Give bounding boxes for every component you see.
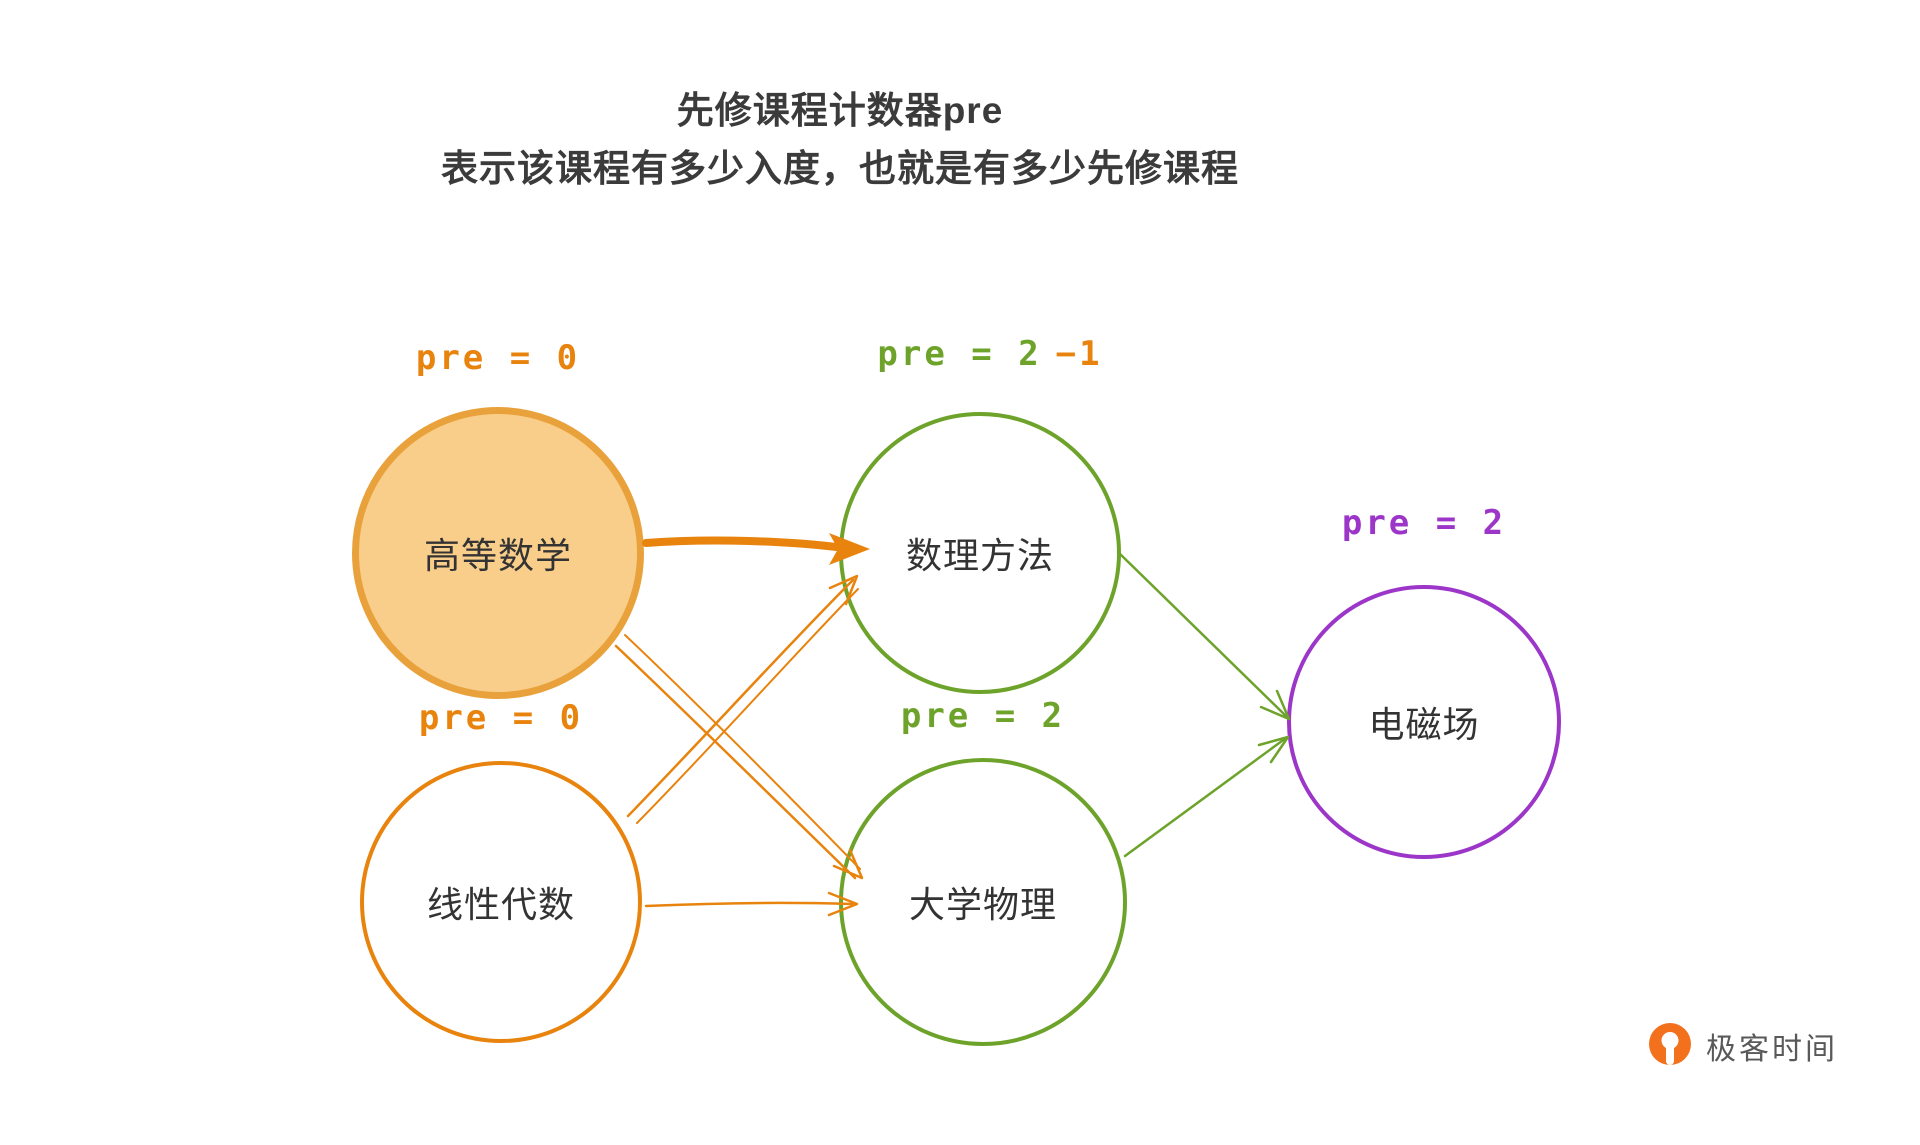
edge-line bbox=[614, 644, 857, 880]
edge-arrowhead bbox=[1257, 735, 1290, 764]
edge-college-physics-to-em-field bbox=[1123, 735, 1290, 858]
edge-linear-algebra-to-college-physics bbox=[644, 891, 859, 917]
edge-linear-algebra-to-math-methods bbox=[626, 574, 859, 824]
node-math-methods-label: 数理方法 bbox=[905, 535, 1054, 576]
geektime-logo-text: 极客时间 bbox=[1706, 1033, 1838, 1066]
edge-line bbox=[642, 536, 848, 552]
title-line-1: 先修课程计数器pre bbox=[676, 90, 1004, 131]
node-linear-algebra-label: 线性代数 bbox=[426, 884, 575, 925]
node-math-methods: 数理方法 bbox=[839, 412, 1121, 694]
node-em-field: 电磁场 bbox=[1287, 585, 1561, 859]
title-line-2: 表示该课程有多少入度，也就是有多少先修课程 bbox=[441, 148, 1239, 189]
pre-counter-college-physics: pre = 2 bbox=[900, 696, 1066, 736]
node-college-physics: 大学物理 bbox=[839, 758, 1127, 1046]
node-advanced-math-label: 高等数学 bbox=[423, 535, 572, 576]
pre-counter-math-methods-decrement: −1 bbox=[1055, 334, 1103, 374]
node-em-field-label: 电磁场 bbox=[1368, 704, 1480, 745]
pre-counter-math-methods-value: pre = 2 bbox=[877, 334, 1042, 374]
node-college-physics-label: 大学物理 bbox=[908, 884, 1057, 925]
edge-line bbox=[626, 578, 855, 818]
edge-line-sketch bbox=[624, 634, 861, 870]
edge-math-methods-to-em-field bbox=[1116, 550, 1291, 721]
edge-line bbox=[1123, 736, 1288, 858]
pre-counter-linear-algebra: pre = 0 bbox=[418, 698, 584, 738]
node-linear-algebra: 线性代数 bbox=[360, 761, 642, 1043]
edge-line bbox=[1116, 550, 1288, 718]
pre-counter-advanced-math: pre = 0 bbox=[415, 338, 581, 378]
diagram-title: 先修课程计数器pre 表示该课程有多少入度，也就是有多少先修课程 bbox=[0, 82, 1680, 198]
edge-advanced-math-to-math-methods bbox=[642, 533, 870, 565]
geektime-logo-icon bbox=[1649, 1023, 1691, 1065]
edge-line bbox=[644, 901, 854, 908]
geektime-logo: 极客时间 bbox=[1648, 1022, 1838, 1070]
edge-line-sketch bbox=[636, 588, 859, 824]
pre-counter-math-methods: pre = 2 −1 bbox=[830, 334, 1150, 374]
edge-arrowhead bbox=[1259, 689, 1291, 721]
edge-advanced-math-to-college-physics bbox=[614, 634, 864, 880]
pre-counter-em-field: pre = 2 bbox=[1341, 503, 1507, 543]
node-advanced-math: 高等数学 bbox=[352, 407, 644, 699]
